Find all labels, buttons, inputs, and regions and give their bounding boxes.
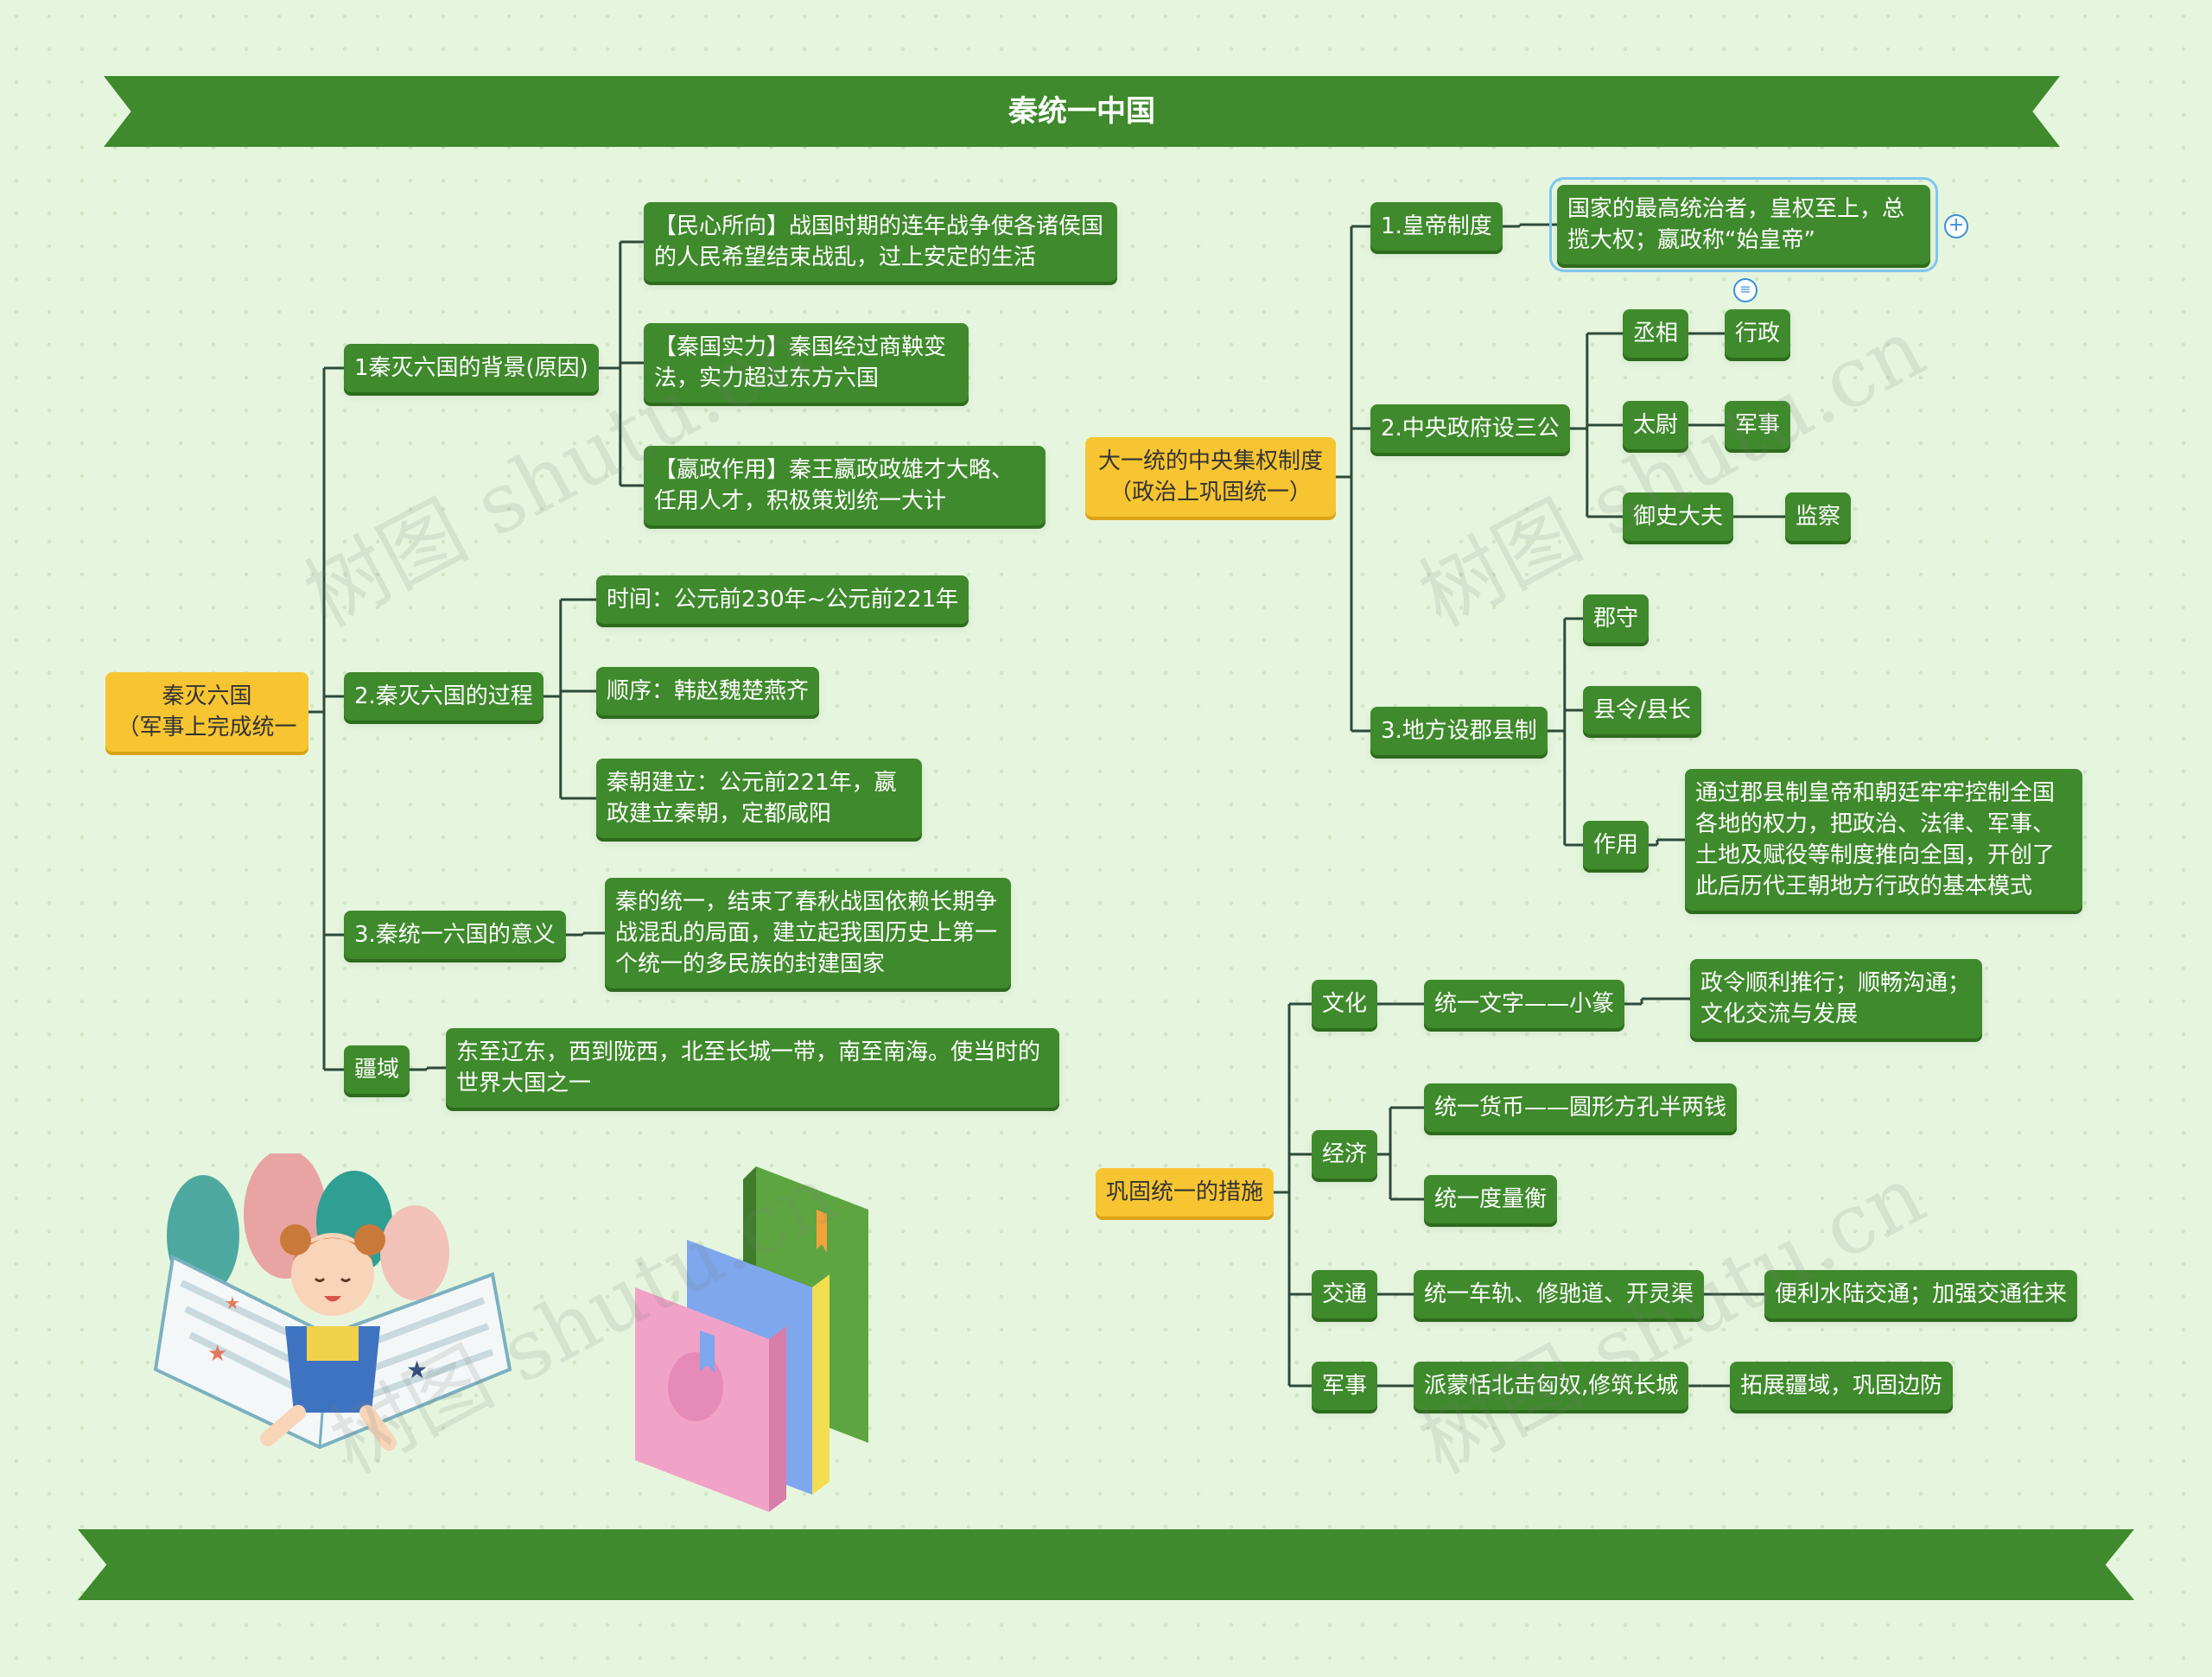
economy-measures[interactable]: 统一度量衡 [1424, 1175, 1558, 1223]
transport-measure[interactable]: 统一车轨、修驰道、开灵渠 [1414, 1270, 1705, 1318]
culture-effect[interactable]: 政令顺利推行；顺畅沟通；文化交流与发展 [1690, 959, 1982, 1039]
leaf-qin-founded[interactable]: 秦朝建立：公元前221年，嬴政建立秦朝，定都咸阳 [596, 759, 922, 838]
footer-banner [78, 1529, 2134, 1600]
page-title: 秦统一中国 [1008, 94, 1155, 129]
girl-reading-illustration: ★ ★ ★ [153, 1153, 512, 1451]
culture-measure[interactable]: 统一文字——小篆 [1424, 980, 1625, 1028]
measure-military[interactable]: 军事 [1312, 1362, 1378, 1410]
office-chancellor[interactable]: 丞相 [1623, 309, 1689, 358]
branch-emperor-system[interactable]: 1.皇帝制度 [1370, 202, 1503, 251]
root-node-consolidation[interactable]: 巩固统一的措施 [1096, 1168, 1274, 1216]
leaf-time[interactable]: 时间：公元前230年~公元前221年 [596, 575, 969, 624]
office-censor[interactable]: 御史大夫 [1623, 492, 1734, 541]
measure-economy[interactable]: 经济 [1312, 1130, 1378, 1178]
office-grand-commandant[interactable]: 太尉 [1623, 401, 1689, 449]
root-node-qin-conquest[interactable]: 秦灭六国 （军事上完成统一 [105, 672, 308, 752]
transport-effect[interactable]: 便利水陆交通；加强交通往来 [1764, 1270, 2078, 1318]
economy-currency[interactable]: 统一货币——圆形方孔半两钱 [1424, 1083, 1738, 1132]
title-banner: 秦统一中国 [104, 76, 2060, 147]
duty-supervision[interactable]: 监察 [1785, 492, 1852, 541]
leaf-popular-will[interactable]: 【民心所向】战国时期的连年战争使各诸侯国的人民希望结束战乱，过上安定的生活 [644, 202, 1117, 282]
leaf-significance[interactable]: 秦的统一，结束了春秋战国依赖长期争战混乱的局面，建立起我国历史上第一个统一的多民… [605, 878, 1011, 988]
leaf-effect-detail[interactable]: 通过郡县制皇帝和朝廷牢牢控制全国各地的权力，把政治、法律、军事、土地及赋役等制度… [1685, 769, 2082, 911]
leaf-county-magistrate[interactable]: 县令/县长 [1583, 686, 1701, 734]
military-effect[interactable]: 拓展疆域，巩固边防 [1730, 1362, 1954, 1410]
root-node-centralization[interactable]: 大一统的中央集权制度 （政治上巩固统一） [1085, 437, 1336, 517]
duty-administration[interactable]: 行政 [1725, 309, 1791, 358]
svg-text:★: ★ [406, 1356, 428, 1384]
plus-circle-icon[interactable]: + [1944, 214, 1968, 238]
books-illustration [635, 1166, 868, 1512]
measure-culture[interactable]: 文化 [1312, 980, 1378, 1028]
svg-text:★: ★ [225, 1293, 240, 1313]
leaf-yingzheng-role[interactable]: 【嬴政作用】秦王嬴政政雄才大略、任用人才，积极策划统一大计 [644, 446, 1046, 525]
branch-three-ducal[interactable]: 2.中央政府设三公 [1370, 404, 1570, 453]
leaf-territory[interactable]: 东至辽东，西到陇西，北至长城一带，南至南海。使当时的世界大国之一 [446, 1028, 1059, 1108]
branch-process[interactable]: 2.秦灭六国的过程 [344, 672, 543, 721]
branch-significance[interactable]: 3.秦统一六国的意义 [344, 911, 566, 959]
collapse-icon[interactable]: ≡ [1733, 278, 1758, 302]
leaf-emperor-detail[interactable]: 国家的最高统治者，皇权至上，总揽大权；嬴政称“始皇帝” [1549, 177, 1938, 272]
branch-background[interactable]: 1秦灭六国的背景(原因) [344, 344, 599, 392]
branch-commandery-system[interactable]: 3.地方设郡县制 [1370, 707, 1548, 755]
branch-territory[interactable]: 疆域 [344, 1045, 410, 1094]
leaf-commandery-governor[interactable]: 郡守 [1583, 594, 1649, 643]
military-measure[interactable]: 派蒙恬北击匈奴,修筑长城 [1414, 1362, 1689, 1410]
svg-text:★: ★ [207, 1341, 227, 1367]
duty-military[interactable]: 军事 [1725, 401, 1791, 449]
leaf-order[interactable]: 顺序：韩赵魏楚燕齐 [596, 667, 820, 715]
leaf-qin-strength[interactable]: 【秦国实力】秦国经过商鞅变法，实力超过东方六国 [644, 323, 969, 403]
measure-transport[interactable]: 交通 [1312, 1270, 1378, 1318]
leaf-effect-label[interactable]: 作用 [1583, 821, 1649, 869]
